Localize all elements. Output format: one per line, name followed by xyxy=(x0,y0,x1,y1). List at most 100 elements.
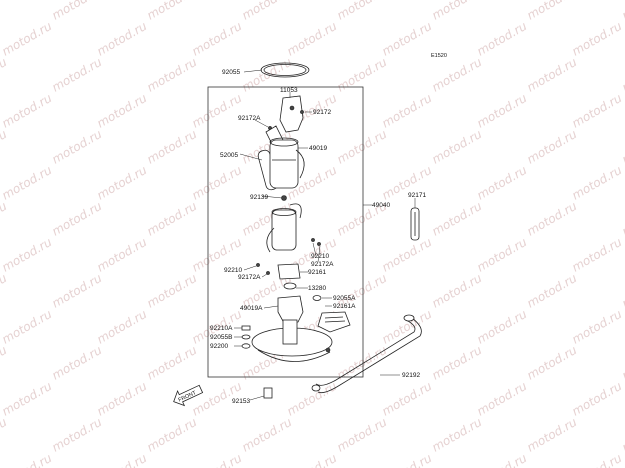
watermark-text: motod.ru xyxy=(430,55,485,95)
label-92192: 92192 xyxy=(402,372,420,379)
watermark-text: motod.ru xyxy=(430,271,485,311)
label-92161a: 92161A xyxy=(333,303,356,310)
watermark-text: motod.ru xyxy=(50,127,105,167)
watermark-text: motod.ru xyxy=(620,415,625,455)
watermark-text: motod.ru xyxy=(145,55,200,95)
watermark-text: motod.ru xyxy=(570,163,625,203)
watermark-text: motod.ru xyxy=(620,343,625,383)
watermark-text: motod.ru xyxy=(380,91,435,131)
watermark-text: motod.ru xyxy=(475,235,530,275)
watermark-text: motod.ru xyxy=(525,55,580,95)
bracket-screw xyxy=(289,105,295,111)
watermark-text: motod.ru xyxy=(620,271,625,311)
hose-end-top xyxy=(403,314,415,322)
label-92055b: 92055B xyxy=(210,334,232,341)
watermark-text: motod.ru xyxy=(50,199,105,239)
label-52005: 52005 xyxy=(220,152,238,159)
clip-92139 xyxy=(281,195,287,201)
watermark-text: motod.ru xyxy=(190,451,245,468)
part-92055b xyxy=(241,334,251,340)
label-92210-right: 92210 xyxy=(311,253,329,260)
bracket-11053 xyxy=(279,95,304,133)
hose-end-bottom xyxy=(311,384,321,392)
watermark-text: motod.ru xyxy=(620,0,625,23)
watermark-text: motod.ru xyxy=(0,0,10,23)
watermark-text: motod.ru xyxy=(190,163,245,203)
screw-92210-right xyxy=(311,238,315,242)
watermark-text: motod.ru xyxy=(0,55,10,95)
watermark-text: motod.ru xyxy=(380,379,435,419)
watermark-text: motod.ru xyxy=(570,307,625,347)
watermark-text: motod.ru xyxy=(335,127,390,167)
watermark-text: motod.ru xyxy=(525,271,580,311)
watermark-text: motod.ru xyxy=(50,271,105,311)
o-ring-92055-inner xyxy=(263,64,307,76)
pump-body-wire-2 xyxy=(266,227,275,253)
label-92172a-mid: 92172A xyxy=(238,274,261,281)
watermark-text: motod.ru xyxy=(335,415,390,455)
base-bolt xyxy=(325,347,331,353)
watermark-text: motod.ru xyxy=(525,343,580,383)
watermark-text: motod.ru xyxy=(95,19,150,59)
watermark-text: motod.ru xyxy=(240,0,295,23)
watermark-text: motod.ru xyxy=(570,451,625,468)
grommet-13280 xyxy=(283,282,297,290)
watermark-text: motod.ru xyxy=(525,0,580,23)
watermark-text: motod.ru xyxy=(475,19,530,59)
watermark-text: motod.ru xyxy=(475,307,530,347)
pad-92161a xyxy=(317,311,351,333)
watermark-text: motod.ru xyxy=(0,415,10,455)
watermark-text: motod.ru xyxy=(620,127,625,167)
watermark-text: motod.ru xyxy=(380,451,435,468)
label-92055: 92055 xyxy=(222,69,240,76)
label-92210-left: 92210 xyxy=(224,267,242,274)
watermark-text: motod.ru xyxy=(95,163,150,203)
label-92200: 92200 xyxy=(210,343,228,350)
bolt-92153 xyxy=(263,387,273,399)
watermark-text: motod.ru xyxy=(145,415,200,455)
watermark-text: motod.ru xyxy=(430,415,485,455)
label-49019: 49019 xyxy=(309,145,327,152)
label-92055a: 92055A xyxy=(333,295,356,302)
pump-wire xyxy=(295,149,305,179)
watermark-text: motod.ru xyxy=(285,19,340,59)
part-92200 xyxy=(241,343,251,349)
watermark-text: motod.ru xyxy=(50,415,105,455)
watermark-text: motod.ru xyxy=(380,19,435,59)
screw-92210-left xyxy=(256,263,260,267)
label-92172a-left: 92172A xyxy=(238,115,261,122)
hose-92192-inner xyxy=(315,319,416,386)
watermark-text: motod.ru xyxy=(0,379,55,419)
watermark-text: motod.ru xyxy=(95,235,150,275)
watermark-text: motod.ru xyxy=(0,163,55,203)
watermark-text: motod.ru xyxy=(475,163,530,203)
label-92172: 92172 xyxy=(313,109,331,116)
watermark-text: motod.ru xyxy=(430,199,485,239)
watermark-text: motod.ru xyxy=(145,199,200,239)
watermark-text: motod.ru xyxy=(145,127,200,167)
label-92161: 92161 xyxy=(308,269,326,276)
watermark-text: motod.ru xyxy=(95,307,150,347)
label-11053: 11053 xyxy=(280,87,298,94)
base-stem xyxy=(282,319,298,345)
watermark-text: motod.ru xyxy=(620,199,625,239)
watermark-text: motod.ru xyxy=(335,0,390,23)
part-labels: 92055 11053 92172 92172A 52005 49019 921… xyxy=(210,69,426,405)
watermark-text: motod.ru xyxy=(380,307,435,347)
label-92153: 92153 xyxy=(232,398,250,405)
watermark-text: motod.ru xyxy=(525,127,580,167)
hose-92192-outer xyxy=(317,317,422,394)
label-49019a: 49019A xyxy=(240,305,263,312)
watermark-text: motod.ru xyxy=(430,0,485,23)
label-13280: 13280 xyxy=(308,285,326,292)
watermark-text: motod.ru xyxy=(335,55,390,95)
watermark-text: motod.ru xyxy=(380,235,435,275)
screw-92172a-mid xyxy=(266,271,270,275)
pump-top xyxy=(269,137,299,147)
label-92172a-right: 92172A xyxy=(311,261,334,268)
watermark-text: motod.ru xyxy=(570,19,625,59)
watermark-text: motod.ru xyxy=(0,199,10,239)
